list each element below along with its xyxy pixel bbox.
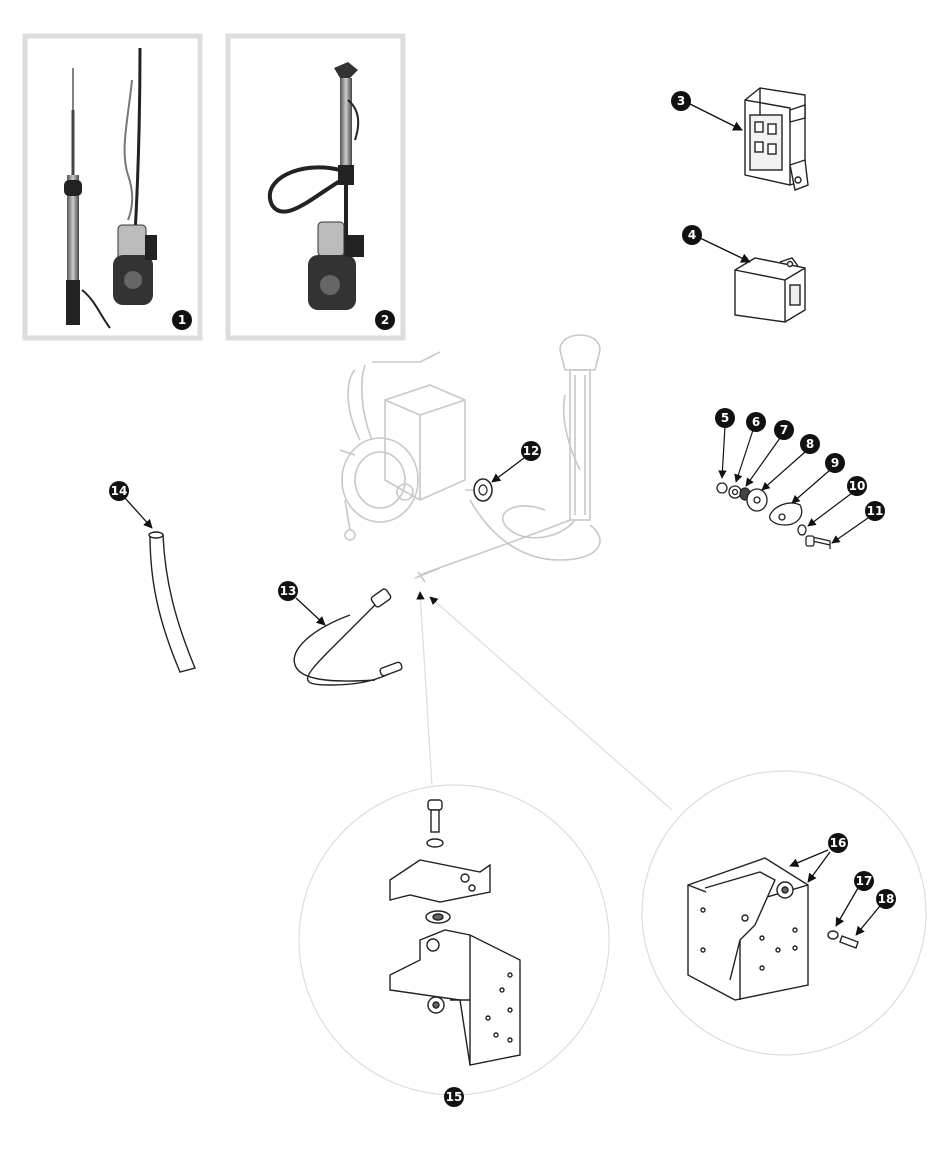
- callout-4: 4: [682, 225, 751, 263]
- callout-6: 6: [734, 412, 766, 483]
- drain-tube: [148, 531, 196, 673]
- callout-18-label: 18: [878, 892, 895, 906]
- bracket-assembly-a: [298, 784, 610, 1096]
- relay-cover: [734, 257, 806, 323]
- callout-7-label: 7: [780, 423, 788, 437]
- callout-17-label: 17: [856, 874, 873, 888]
- extension-cable: [293, 588, 403, 686]
- callout-8-label: 8: [806, 437, 814, 451]
- photo-panel-2: [225, 33, 406, 341]
- callout-1: 1: [172, 310, 192, 330]
- callout-7: 7: [745, 420, 794, 487]
- callout-9: 9: [791, 453, 845, 504]
- grommet: [473, 478, 493, 502]
- callout-1-label: 1: [178, 313, 186, 327]
- callout-17: 17: [835, 871, 874, 927]
- callout-15: 15: [444, 1087, 464, 1107]
- mounting-hardware-set: [716, 482, 831, 549]
- callout-13-label: 13: [280, 584, 297, 598]
- callout-2: 2: [375, 310, 395, 330]
- callout-12: 12: [491, 441, 541, 483]
- callout-3-label: 3: [677, 94, 685, 108]
- callout-16: 16: [789, 833, 848, 883]
- relay-housing: [744, 87, 809, 191]
- callout-10-label: 10: [849, 479, 866, 493]
- callout-5-label: 5: [721, 411, 729, 425]
- callout-2-label: 2: [381, 313, 389, 327]
- callout-5: 5: [715, 408, 735, 479]
- callout-6-label: 6: [752, 415, 760, 429]
- callout-18: 18: [855, 889, 896, 936]
- callout-16-label: 16: [830, 836, 847, 850]
- callout-14-label: 14: [111, 484, 128, 498]
- callout-10: 10: [807, 476, 867, 527]
- callout-9-label: 9: [831, 456, 839, 470]
- photo-panel-1: [22, 33, 203, 341]
- callout-15-label: 15: [446, 1090, 463, 1104]
- antenna-motor-assembly: [339, 334, 601, 583]
- callout-3: 3: [671, 91, 743, 131]
- callout-12-label: 12: [523, 444, 540, 458]
- callout-14: 14: [109, 481, 153, 529]
- callout-8: 8: [761, 434, 820, 491]
- callout-13: 13: [278, 581, 326, 626]
- callout-11-label: 11: [867, 504, 884, 518]
- callout-11: 11: [831, 501, 885, 544]
- bracket-assembly-b: [641, 770, 927, 1056]
- leader-lines: [416, 591, 673, 811]
- callout-4-label: 4: [688, 228, 696, 242]
